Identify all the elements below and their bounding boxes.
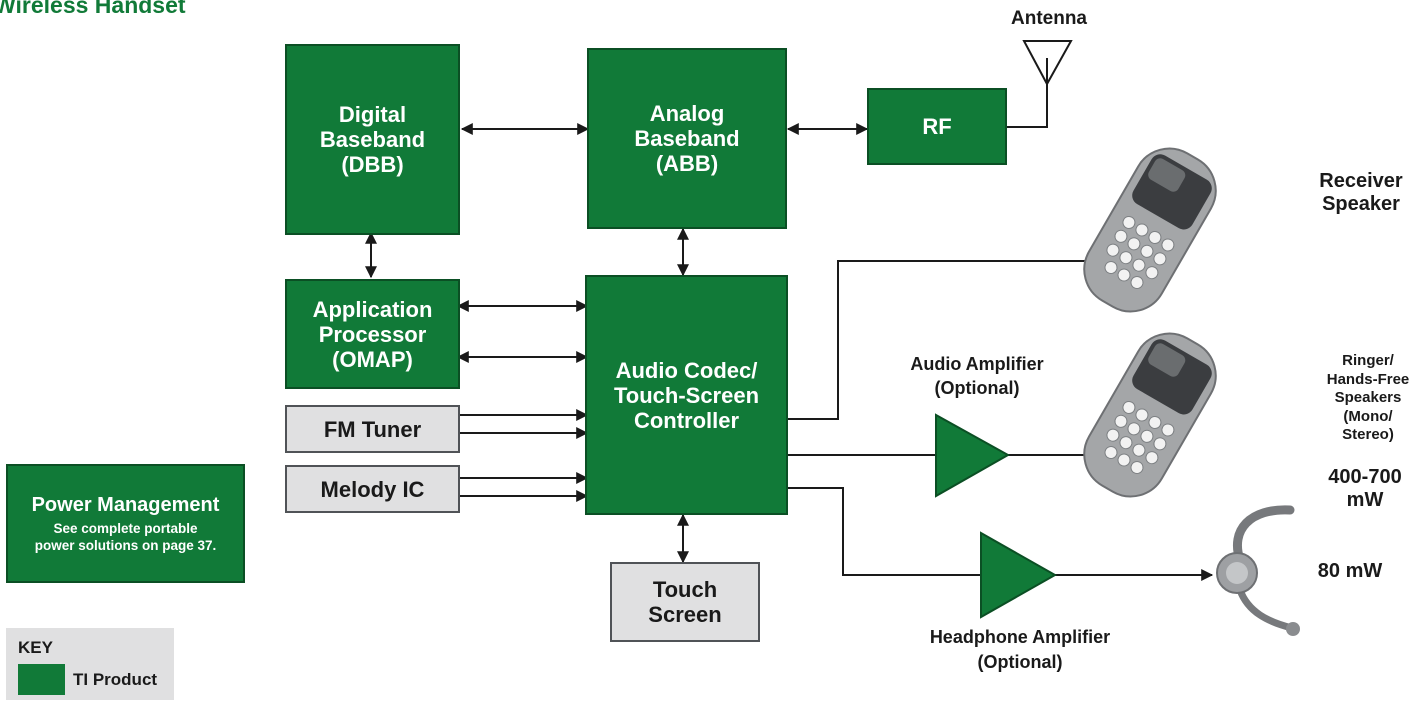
legend-swatch (18, 664, 65, 695)
legend-title: KEY (18, 638, 53, 657)
fm-tuner-block: FM Tuner (285, 405, 460, 453)
ringer-speakers-label: Ringer/ Hands-Free Speakers (Mono/ Stere… (1326, 352, 1410, 443)
ringer-power-label: 400-700 mW (1328, 466, 1402, 511)
digital-baseband-block: Digital Baseband (DBB) (285, 44, 460, 235)
power-management-block: Power Management See complete portable p… (6, 464, 245, 583)
antenna-label: Antenna (1011, 8, 1087, 29)
legend-label: TI Product (73, 670, 158, 689)
phone-icon (1083, 332, 1217, 498)
antenna-icon (1022, 40, 1073, 87)
headphone-power-label: 80 mW (1317, 560, 1383, 582)
touch-screen-block: Touch Screen (610, 562, 760, 642)
legend-key: KEY TI Product (6, 628, 174, 700)
phone-icon (1083, 147, 1217, 313)
wire-rf-antenna (1006, 58, 1048, 128)
headphone-amplifier-icon (980, 531, 1058, 619)
headset-icon (1216, 505, 1300, 636)
arrow-codec-receiver (786, 255, 1122, 420)
audio-codec-block: Audio Codec/ Touch-Screen Controller (585, 275, 788, 515)
wire-codec-headphone-amp (786, 487, 981, 576)
receiver-speaker-label: Receiver Speaker (1319, 170, 1403, 215)
headphone-amplifier-label: Headphone Amplifier (Optional) (929, 627, 1111, 672)
melody-ic-block: Melody IC (285, 465, 460, 513)
analog-baseband-block: Analog Baseband (ABB) (587, 48, 787, 229)
application-processor-block: Application Processor (OMAP) (285, 279, 460, 389)
page-title: Wireless Handset (0, 0, 186, 18)
audio-amplifier-icon (935, 413, 1011, 498)
rf-block: RF (867, 88, 1007, 165)
audio-amplifier-label: Audio Amplifier (Optional) (910, 354, 1044, 398)
